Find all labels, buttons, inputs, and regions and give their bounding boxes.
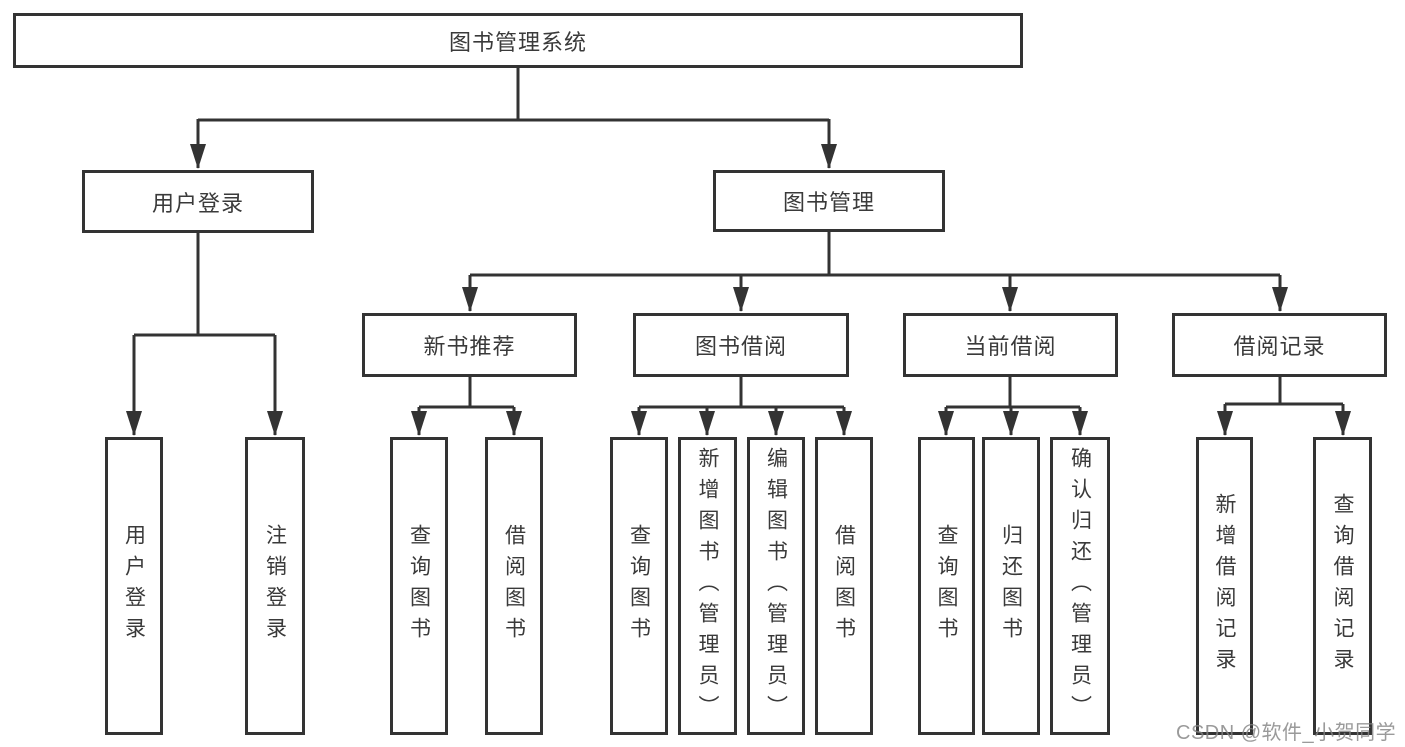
leaf-query-borrow-record: 查询借阅记录 xyxy=(1313,437,1372,735)
node-root: 图书管理系统 xyxy=(13,13,1023,68)
leaf-user-login: 用户登录 xyxy=(105,437,163,735)
leaf-query-borrow-record-label: 查询借阅记录 xyxy=(1331,493,1354,679)
leaf-logout: 注销登录 xyxy=(245,437,305,735)
leaf-add-book-admin-label: 新增图书（管理员） xyxy=(696,446,719,726)
node-user-login-label: 用户登录 xyxy=(151,190,244,216)
leaf-borrow-books: 借阅图书 xyxy=(815,437,873,735)
leaf-query-books-recommend-label: 查询图书 xyxy=(407,524,431,648)
leaf-user-login-label: 用户登录 xyxy=(122,524,146,648)
node-borrowing-records: 借阅记录 xyxy=(1172,313,1387,377)
leaf-return-books-label: 归还图书 xyxy=(999,524,1023,648)
leaf-add-borrow-record: 新增借阅记录 xyxy=(1196,437,1253,735)
node-book-management: 图书管理 xyxy=(713,170,945,232)
leaf-confirm-return-admin: 确认归还（管理员） xyxy=(1050,437,1110,735)
leaf-borrow-books-recommend: 借阅图书 xyxy=(485,437,543,735)
node-book-borrowing: 图书借阅 xyxy=(633,313,849,377)
node-current-borrowing-label: 当前借阅 xyxy=(964,334,1057,359)
leaf-confirm-return-admin-label: 确认归还（管理员） xyxy=(1068,446,1092,726)
csdn-watermark: CSDN @软件_小贺同学 xyxy=(1176,722,1397,744)
leaf-return-books: 归还图书 xyxy=(982,437,1040,735)
node-new-book-recommend: 新书推荐 xyxy=(362,313,577,377)
leaf-query-books-current-label: 查询图书 xyxy=(935,524,958,648)
leaf-borrow-books-recommend-label: 借阅图书 xyxy=(502,524,526,648)
node-borrowing-records-label: 借阅记录 xyxy=(1233,334,1326,359)
node-current-borrowing: 当前借阅 xyxy=(903,313,1118,377)
leaf-query-books-borrow-label: 查询图书 xyxy=(627,524,651,648)
leaf-add-book-admin: 新增图书（管理员） xyxy=(678,437,737,735)
node-root-label: 图书管理系统 xyxy=(448,29,587,55)
leaf-borrow-books-label: 借阅图书 xyxy=(832,524,856,648)
leaf-edit-book-admin: 编辑图书（管理员） xyxy=(747,437,805,735)
leaf-query-books-borrow: 查询图书 xyxy=(610,437,668,735)
node-book-management-label: 图书管理 xyxy=(782,190,875,215)
node-new-book-recommend-label: 新书推荐 xyxy=(423,334,516,359)
leaf-query-books-recommend: 查询图书 xyxy=(390,437,448,735)
node-user-login: 用户登录 xyxy=(82,170,314,233)
node-book-borrowing-label: 图书借阅 xyxy=(694,334,787,359)
leaf-query-books-current: 查询图书 xyxy=(918,437,975,735)
leaf-edit-book-admin-label: 编辑图书（管理员） xyxy=(764,446,788,726)
leaf-add-borrow-record-label: 新增借阅记录 xyxy=(1213,493,1236,679)
leaf-logout-label: 注销登录 xyxy=(263,524,287,648)
